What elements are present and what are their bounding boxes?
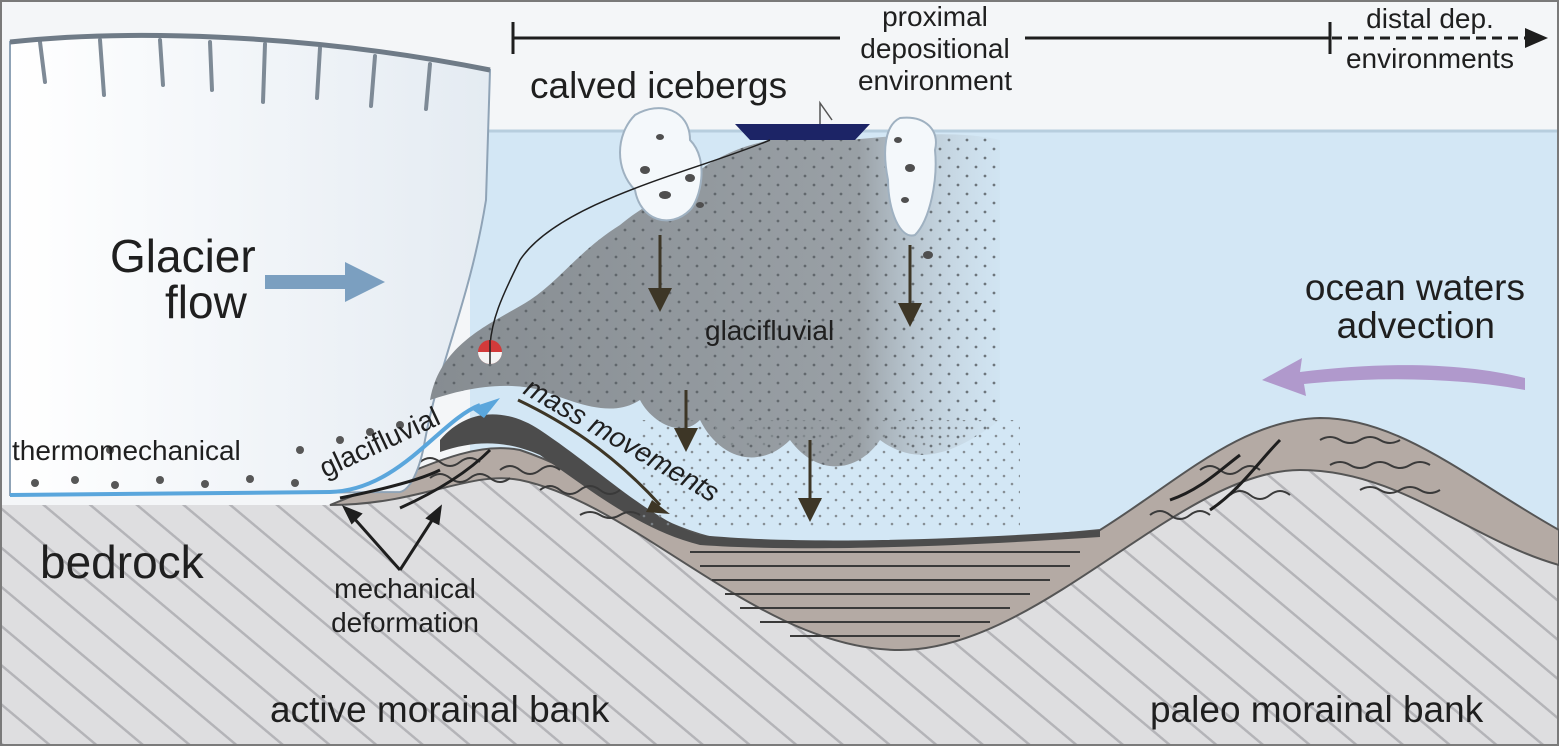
paleo-bank-label: paleo morainal bank (1150, 689, 1484, 730)
instrument-tether (489, 139, 771, 346)
distal-arrowhead (1525, 28, 1548, 48)
iceberg-right (884, 116, 937, 259)
distal-label-2: environments (1346, 43, 1514, 74)
proximal-label-3: environment (858, 65, 1012, 96)
paleo-bank-folds (1149, 436, 1441, 520)
basin-sediment (329, 416, 1559, 652)
active-bank-folds (419, 457, 641, 519)
deformation-pointers (341, 504, 442, 571)
settling-arrows (648, 235, 922, 522)
glacier-flow-label-1: Glacier (110, 230, 256, 282)
glacier-crevasses (38, 38, 432, 111)
ocean-advection-label-1: ocean waters (1305, 267, 1525, 308)
thermomechanical-label: thermomechanical (12, 435, 241, 466)
plume-dots (430, 134, 1000, 467)
ocean-advection-label-2: advection (1337, 305, 1495, 346)
glacier-flow-label-2: flow (165, 276, 248, 328)
research-boat (735, 100, 870, 140)
calved-icebergs-label: calved icebergs (530, 65, 787, 106)
active-bank-label: active morainal bank (270, 689, 610, 730)
mass-movements-arrow (517, 398, 662, 507)
distal-label-1: distal dep. (1366, 3, 1494, 34)
mechanical-label-1: mechanical (334, 573, 476, 604)
bedrock-label: bedrock (40, 536, 205, 588)
environment-scale-bar (511, 22, 1525, 54)
rain-out-particles (640, 420, 1020, 530)
mass-movement-deposit (440, 414, 1100, 549)
iceberg-left (619, 107, 704, 222)
mass-movements-arrowhead (646, 500, 670, 514)
thrust-faults (339, 438, 1282, 512)
meltwater-channel (9, 403, 481, 497)
glacifluvial-plume-label: glacifluvial (705, 315, 834, 346)
ocean-advection-arrow (1262, 358, 1525, 396)
instrument-buoy (478, 340, 502, 364)
proximal-label-1: proximal (882, 1, 988, 32)
thermomechanical-debris (31, 421, 404, 489)
mechanical-label-2: deformation (331, 607, 479, 638)
basin-layers (690, 551, 1080, 637)
bedrock (0, 470, 1559, 746)
proximal-label-2: depositional (860, 33, 1009, 64)
meltwater-arrow (470, 398, 500, 418)
glacier-flow-arrow (265, 262, 385, 302)
glacier-top-edge (9, 32, 491, 73)
